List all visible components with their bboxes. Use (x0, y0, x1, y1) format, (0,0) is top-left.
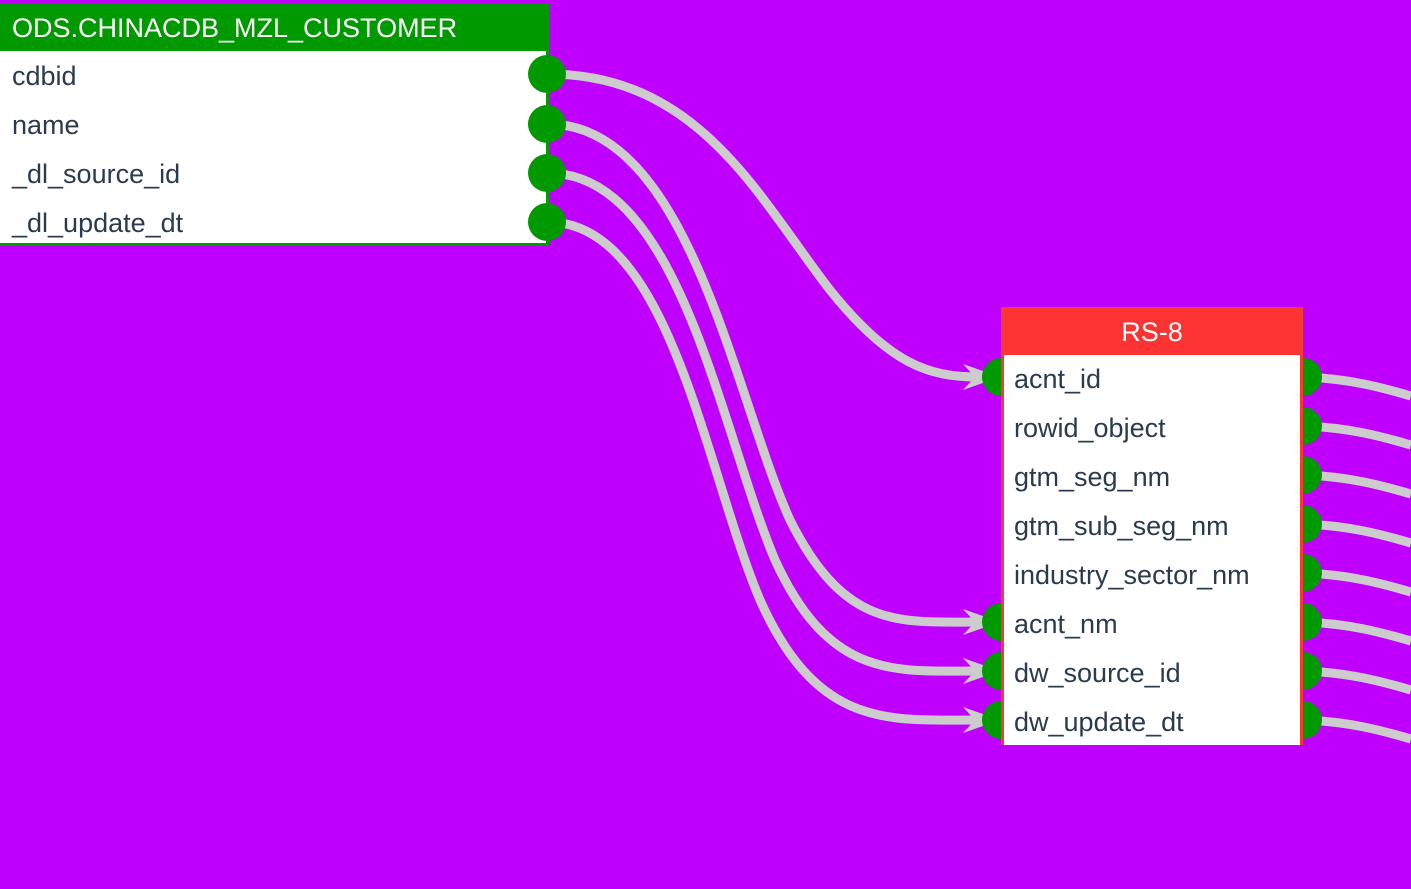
source-field-row[interactable]: name (12, 110, 80, 140)
target-port-out-industry_sector_nm[interactable] (1303, 554, 1322, 592)
link-cdbid-to-acnt_id (547, 69, 979, 382)
source-port-out-_dl_update_dt[interactable] (528, 203, 566, 241)
target-field-row[interactable]: dw_update_dt (1014, 707, 1184, 737)
target-field-list: acnt_id rowid_object gtm_seg_nm gtm_sub_… (1004, 355, 1300, 745)
source-field-list: cdbid name _dl_source_id _dl_update_dt (0, 51, 546, 243)
source-field-row[interactable]: cdbid (12, 61, 77, 91)
source-table-node[interactable]: ODS.CHINACDB_MZL_CUSTOMER cdbid name _dl… (0, 3, 549, 246)
link-dl_update_dt-to-dw_update_dt (547, 217, 979, 725)
target-field-row[interactable]: rowid_object (1014, 413, 1166, 443)
target-port-out-dw_update_dt[interactable] (1303, 701, 1322, 739)
target-port-in-acnt_nm[interactable] (982, 603, 1001, 641)
target-port-out-acnt_nm[interactable] (1303, 603, 1322, 641)
source-port-out-_dl_source_id[interactable] (528, 154, 566, 192)
source-port-out-name[interactable] (528, 105, 566, 143)
link-dl_source_id-to-dw_source_id (547, 168, 979, 676)
target-field-row[interactable]: gtm_sub_seg_nm (1014, 511, 1229, 541)
target-field-row[interactable]: acnt_nm (1014, 609, 1118, 639)
source-field-row[interactable]: _dl_update_dt (12, 208, 184, 238)
target-port-out-rowid_object[interactable] (1303, 407, 1322, 445)
target-field-row[interactable]: dw_source_id (1014, 658, 1181, 688)
target-field-row[interactable]: acnt_id (1014, 364, 1102, 394)
target-port-in-dw_update_dt[interactable] (982, 701, 1001, 739)
source-port-out-cdbid[interactable] (528, 55, 566, 93)
target-transform-node[interactable]: RS-8 acnt_id rowid_object gtm_seg_nm gtm… (1001, 307, 1303, 745)
link-name-to-acnt_nm (547, 119, 979, 627)
target-port-out-dw_source_id[interactable] (1303, 652, 1322, 690)
target-field-row[interactable]: gtm_seg_nm (1014, 462, 1171, 492)
target-field-row[interactable]: industry_sector_nm (1014, 560, 1250, 590)
target-port-out-gtm_seg_nm[interactable] (1303, 456, 1322, 494)
target-port-out-acnt_id[interactable] (1303, 358, 1322, 396)
source-table-title: ODS.CHINACDB_MZL_CUSTOMER (0, 6, 546, 51)
target-port-in-dw_source_id[interactable] (982, 652, 1001, 690)
target-port-in-acnt_id[interactable] (982, 358, 1001, 396)
target-port-out-gtm_sub_seg_nm[interactable] (1303, 505, 1322, 543)
target-node-title: RS-8 (1004, 310, 1300, 355)
source-field-row[interactable]: _dl_source_id (12, 159, 181, 189)
